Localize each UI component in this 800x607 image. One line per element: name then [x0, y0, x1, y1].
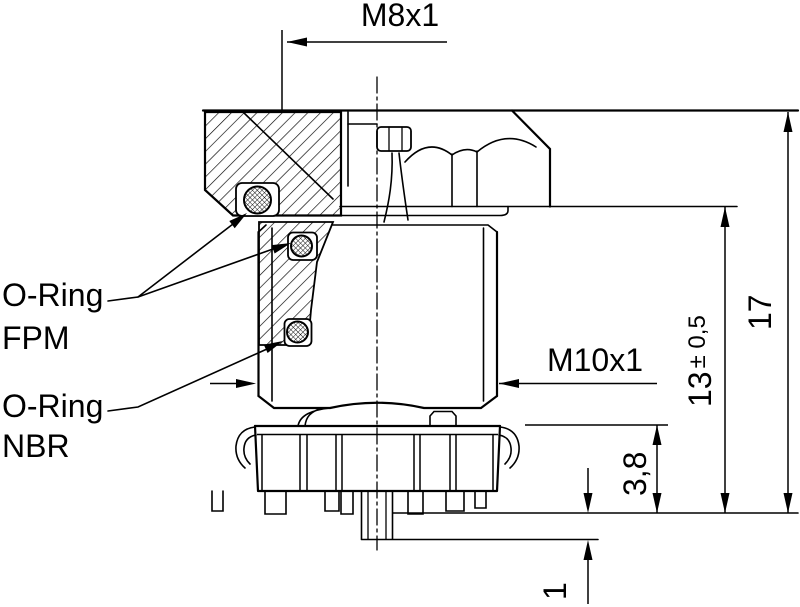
lower-hex-body	[257, 221, 499, 410]
dim38-label: 3,8	[617, 452, 653, 496]
nbr-arrowhead	[263, 341, 283, 353]
fpm-arrowhead-2	[271, 243, 291, 254]
dim13-label: 13 ± 0,5	[682, 315, 718, 407]
m8-label: M8x1	[361, 0, 439, 33]
dim13-tolerance: ± 0,5	[684, 315, 711, 368]
dim1-arrow-down	[583, 493, 593, 513]
dim1-arrow-up	[583, 540, 593, 560]
tube-flare-right	[398, 152, 409, 221]
hex-head-corner-arcs	[404, 137, 537, 163]
dim17-arrow-top	[783, 112, 793, 132]
dim13-value: 13	[682, 371, 718, 407]
hex-head-flats	[451, 150, 478, 208]
dim-m10x1: M10x1	[210, 342, 657, 388]
nbr-leader	[107, 348, 268, 412]
left-neck	[297, 407, 331, 427]
m10-arrowhead-left	[236, 379, 256, 388]
dim-1: 1	[537, 468, 593, 604]
retaining-clip	[211, 407, 520, 515]
o-ring-fpm-2	[290, 234, 313, 258]
fpm-leader-2	[137, 248, 274, 298]
fpm-leader-1	[107, 223, 234, 302]
hex-head-chamfer-edge	[510, 109, 552, 208]
upper-body-section	[203, 110, 412, 223]
flange-chamfer-line	[242, 111, 334, 200]
dim-3-8: 3,8	[525, 424, 668, 513]
o-rings	[243, 185, 313, 344]
dim1-label: 1	[537, 582, 573, 600]
clip-left-hook	[235, 426, 257, 469]
dim13-arrow-top	[720, 207, 730, 227]
clip-ribs	[261, 434, 494, 491]
dim13-arrow-bottom	[720, 493, 730, 513]
washer-line	[277, 205, 509, 217]
o-ring-fpm-1	[243, 185, 272, 215]
oring-nbr-text-line2: NBR	[2, 428, 70, 464]
right-neck-tab	[429, 410, 457, 427]
dim-17: 17	[742, 112, 793, 513]
tube-flare-left	[383, 152, 393, 223]
dim38-arrow-top	[652, 425, 662, 445]
m10-label: M10x1	[547, 342, 643, 378]
m10-arrowhead-right	[499, 379, 519, 388]
label-oring-nbr: O-Ring NBR	[2, 341, 283, 464]
pin-inner-walls	[367, 490, 387, 540]
clip-teeth	[211, 490, 487, 515]
dim17-arrow-bottom	[783, 493, 793, 513]
dim-m8x1: M8x1	[281, 0, 447, 110]
upper-hex-head	[277, 109, 552, 217]
pin-outer-walls	[360, 490, 394, 540]
fpm-arrowhead-1	[229, 213, 247, 229]
oring-nbr-text-line1: O-Ring	[2, 388, 103, 424]
label-oring-fpm: O-Ring FPM	[2, 213, 291, 356]
oring-fpm-text-line2: FPM	[2, 320, 70, 356]
dim17-label: 17	[742, 294, 778, 330]
tube-collar-lines	[388, 126, 403, 152]
dim-13: 13 ± 0,5	[682, 207, 730, 513]
m8-arrowhead	[287, 37, 307, 47]
center-pin	[360, 490, 394, 540]
o-ring-nbr	[286, 320, 309, 344]
dim38-arrow-bottom	[652, 493, 662, 513]
hex-bottom-edge	[257, 394, 499, 410]
oring-fpm-text-line1: O-Ring	[2, 277, 103, 313]
clip-right-hook	[498, 426, 520, 469]
tube-collar	[376, 126, 412, 152]
